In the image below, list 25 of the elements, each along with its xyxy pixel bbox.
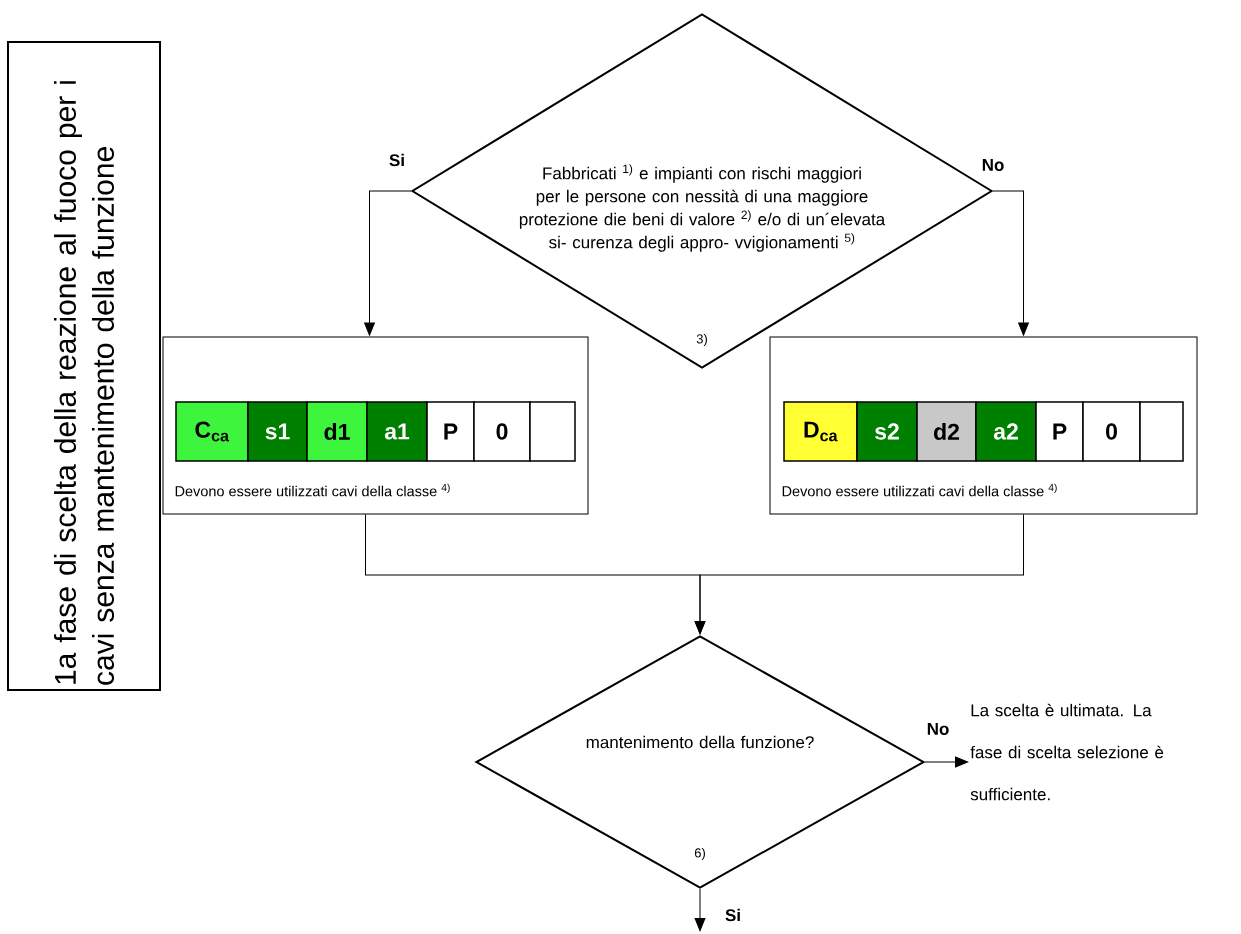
result-text: La scelta è ultimata. La fase di scelta selezione è sufficiente. bbox=[970, 703, 1164, 801]
edge-label: Si bbox=[725, 908, 740, 922]
class-cell: d2 bbox=[916, 401, 977, 462]
class-cell: C$_{ca}$ bbox=[175, 401, 249, 462]
title-box: 1a fase di scelta della reazione al fuoco per i cavi senza mantenimento della funzione bbox=[7, 41, 161, 691]
arrow bbox=[992, 190, 1029, 336]
empty-cell bbox=[529, 401, 576, 462]
arrow bbox=[924, 756, 969, 768]
edge-label: No bbox=[927, 723, 949, 735]
class-cell: a2 bbox=[975, 401, 1037, 462]
class-cell: P bbox=[1035, 401, 1084, 462]
class-cell: a1 bbox=[366, 401, 428, 462]
class-cell: 0 bbox=[1082, 401, 1141, 462]
edge-label: No bbox=[982, 159, 1004, 171]
class-cell: 0 bbox=[473, 401, 531, 462]
class-cell: s2 bbox=[856, 401, 918, 462]
arrow bbox=[694, 514, 1024, 635]
class-cell: s1 bbox=[247, 401, 308, 462]
class-cell: D$_{ca}$ bbox=[783, 401, 858, 462]
arrow bbox=[364, 190, 412, 336]
class-cell: d1 bbox=[306, 401, 368, 462]
empty-cell bbox=[1139, 401, 1184, 462]
edge-label: Si bbox=[389, 153, 404, 167]
class-cell: P bbox=[426, 401, 475, 462]
arrow bbox=[694, 888, 706, 932]
